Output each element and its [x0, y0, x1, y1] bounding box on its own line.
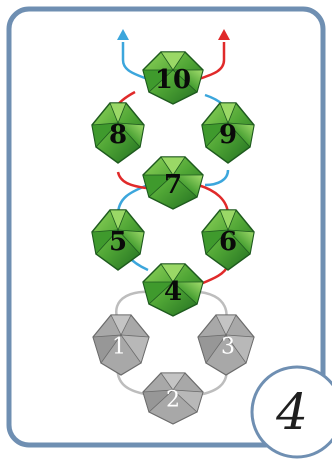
bead-9-label: 9 — [219, 120, 237, 150]
bead-8-label: 8 — [109, 120, 127, 150]
bead-4-label: 4 — [164, 277, 182, 307]
bead-10-label: 10 — [155, 65, 191, 95]
bead-6-label: 6 — [219, 227, 237, 257]
bead-5-label: 5 — [109, 227, 127, 257]
bead-2-label: 2 — [166, 388, 180, 413]
bead-1-label: 1 — [112, 335, 126, 360]
bead-3-label: 3 — [221, 335, 235, 360]
step-number: 4 — [275, 383, 308, 441]
bead-7-label: 7 — [164, 170, 182, 200]
step-badge: 4 — [252, 367, 332, 457]
